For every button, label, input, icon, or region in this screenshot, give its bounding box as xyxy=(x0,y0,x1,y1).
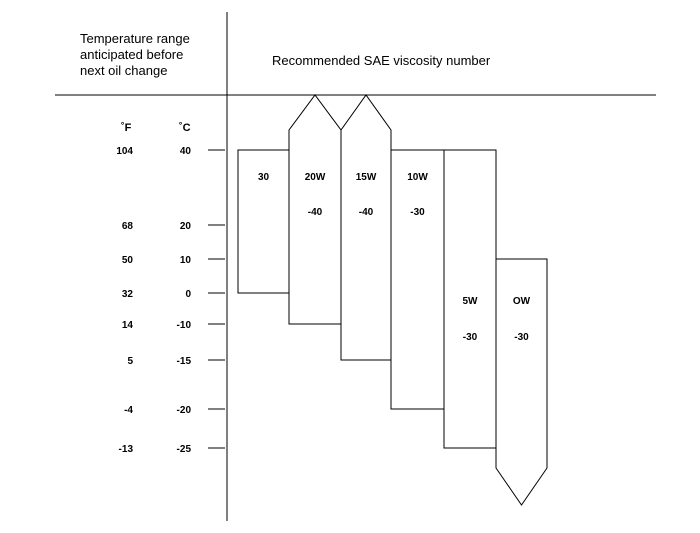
fahrenheit-label: 5 xyxy=(127,356,133,367)
viscosity-grade-label: 5W xyxy=(463,296,479,307)
heading-line-3: next oil change xyxy=(80,63,168,78)
fahrenheit-label: 14 xyxy=(122,320,134,331)
celsius-label: 0 xyxy=(185,289,191,300)
temperature-scale: 104 40 68 20 50 10 32 0 14 -10 5 -15 -4 -20 -13 -25 xyxy=(116,146,225,455)
fahrenheit-unit: ˚F xyxy=(121,122,132,134)
celsius-label: 20 xyxy=(180,221,192,232)
celsius-label: -20 xyxy=(177,405,192,416)
celsius-label: -25 xyxy=(177,444,192,455)
fahrenheit-label: 50 xyxy=(122,255,134,266)
heading-line-2: anticipated before xyxy=(80,47,184,62)
celsius-label: -15 xyxy=(177,356,192,367)
celsius-label: -10 xyxy=(177,320,192,331)
viscosity-heading: Recommended SAE viscosity number xyxy=(272,53,491,68)
viscosity-grade-label: 15W xyxy=(356,172,377,183)
viscosity-grade-label: 20W xyxy=(305,172,326,183)
viscosity-grade-min: -40 xyxy=(308,207,323,218)
viscosity-grade-min: -30 xyxy=(463,332,478,343)
viscosity-grade-label: 10W xyxy=(407,172,428,183)
fahrenheit-label: -13 xyxy=(119,444,134,455)
celsius-label: 10 xyxy=(180,255,192,266)
viscosity-grade-shape xyxy=(390,149,445,410)
temperature-range-heading: Temperature range anticipated before nex… xyxy=(80,31,190,79)
viscosity-grade-label: OW xyxy=(513,296,531,307)
viscosity-grade-shape xyxy=(495,258,548,506)
celsius-label: 40 xyxy=(180,146,192,157)
fahrenheit-label: 68 xyxy=(122,221,134,232)
fahrenheit-label: -4 xyxy=(124,405,133,416)
viscosity-grade-shape xyxy=(288,94,342,325)
fahrenheit-label: 104 xyxy=(116,146,133,157)
viscosity-grade-min: -40 xyxy=(359,207,374,218)
viscosity-grade-label: 30 xyxy=(258,172,270,183)
heading-line-1: Temperature range xyxy=(80,31,190,46)
viscosity-grade-min: -30 xyxy=(410,207,425,218)
viscosity-grade-min: -30 xyxy=(514,332,529,343)
celsius-unit: ˚C xyxy=(179,122,191,134)
viscosity-grade-shape xyxy=(340,94,392,361)
fahrenheit-label: 32 xyxy=(122,289,134,300)
